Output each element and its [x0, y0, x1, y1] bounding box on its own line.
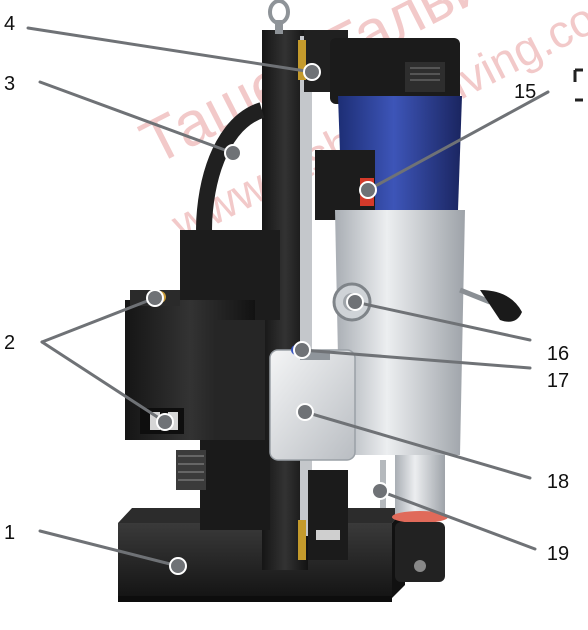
leader-line-2a — [40, 296, 157, 344]
leader-dots — [146, 63, 389, 575]
callout-label-3: 3 — [4, 73, 15, 95]
dot-2b — [156, 413, 174, 431]
callout-label-19: 19 — [547, 543, 569, 565]
leader-line-16 — [353, 300, 532, 342]
dot-19 — [371, 482, 389, 500]
guard-unit — [269, 345, 356, 461]
dot-3 — [224, 144, 242, 162]
spindle — [380, 455, 448, 582]
callout-label-16: 16 — [547, 343, 569, 365]
leader-line-15 — [366, 90, 550, 192]
leader-line-2b — [40, 340, 167, 424]
callout-label-2: 2 — [4, 332, 15, 354]
motor-housing — [315, 96, 462, 220]
leader-line-18 — [303, 410, 532, 480]
leader-line-3 — [38, 80, 235, 155]
leader-line-19 — [378, 489, 537, 551]
leader-line-4 — [26, 26, 314, 74]
motor-top-cap — [330, 38, 460, 104]
callout-label-1: 1 — [4, 522, 15, 544]
callout-label-18: 18 — [547, 471, 569, 493]
callout-labels: 4 3 2 1 15 16 17 18 19 — [4, 13, 569, 565]
dot-18 — [296, 403, 314, 421]
control-box — [125, 230, 280, 440]
leader-line-1 — [38, 529, 180, 568]
corner-bracket — [573, 68, 583, 102]
leader-line-17 — [300, 348, 532, 370]
dot-1 — [169, 557, 187, 575]
lower-column — [176, 440, 340, 540]
leader-lines — [26, 26, 550, 568]
callout-label-17: 17 — [547, 370, 569, 392]
dot-4 — [303, 63, 321, 81]
dot-15 — [359, 181, 377, 199]
feed-handle — [459, 287, 522, 322]
dot-2a — [146, 289, 164, 307]
dot-17 — [293, 341, 311, 359]
callout-label-4: 4 — [4, 13, 15, 35]
hanging-ring — [268, 0, 290, 34]
dot-16 — [346, 293, 364, 311]
callout-label-15: 15 — [514, 81, 536, 103]
